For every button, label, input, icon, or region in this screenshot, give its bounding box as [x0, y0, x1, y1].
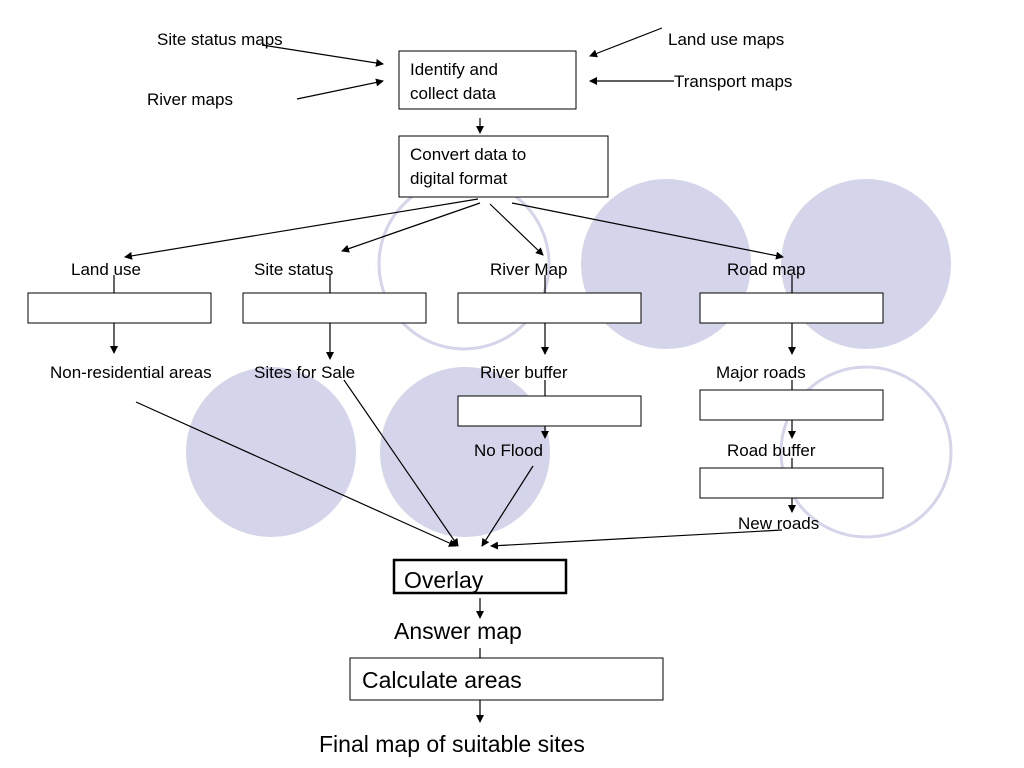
input-land-use-maps: Land use maps — [668, 30, 784, 49]
arrow-non-residential-to-overlay — [135, 401, 457, 547]
final-map-label: Final map of suitable sites — [319, 731, 585, 757]
identify-box — [398, 50, 577, 110]
river-map-box — [457, 292, 642, 324]
convert-label-line2: digital format — [410, 169, 508, 188]
overlay-box — [392, 558, 568, 595]
arrow-river-maps — [296, 78, 384, 100]
convert-label-line1: Convert data to — [410, 145, 526, 164]
overlay-label: Overlay — [404, 567, 484, 593]
road-buffer-box — [699, 467, 884, 499]
branch-road-map: Road map — [727, 260, 805, 279]
derived-no-flood: No Flood — [474, 441, 543, 460]
identify-label-line1: Identify and — [410, 60, 498, 79]
arrow-to-site-status — [341, 202, 481, 253]
arrow-land-use-maps — [589, 27, 663, 58]
convert-box — [398, 135, 609, 198]
arrow-to-river-map — [489, 203, 544, 256]
derived-non-residential: Non-residential areas — [50, 363, 212, 382]
connectors — [110, 27, 796, 723]
answer-map-label: Answer map — [394, 618, 522, 644]
calculate-areas-box — [349, 657, 664, 701]
derived-major-roads: Major roads — [716, 363, 806, 382]
branch-site-status: Site status — [254, 260, 333, 279]
river-buffer-box — [457, 395, 642, 427]
major-roads-box — [699, 389, 884, 421]
derived-road-buffer: Road buffer — [727, 441, 816, 460]
derived-river-buffer: River buffer — [480, 363, 568, 382]
land-use-box — [27, 292, 212, 324]
arrow-site-status-maps — [261, 44, 384, 67]
site-status-box — [242, 292, 427, 324]
arrow-to-land-use — [124, 198, 479, 260]
arrow-to-road-map — [511, 202, 784, 260]
calculate-areas-label: Calculate areas — [362, 667, 522, 693]
derived-new-roads: New roads — [738, 514, 819, 533]
boxes — [27, 50, 884, 701]
arrow-sites-for-sale-to-overlay — [343, 379, 459, 547]
road-map-box — [699, 292, 884, 324]
labels: Site status maps River maps Land use map… — [50, 30, 819, 757]
branch-river-map: River Map — [490, 260, 567, 279]
derived-sites-for-sale: Sites for Sale — [254, 363, 355, 382]
input-river-maps: River maps — [147, 90, 233, 109]
arrow-no-flood-to-overlay — [481, 465, 534, 547]
identify-label-line2: collect data — [410, 84, 497, 103]
branch-land-use: Land use — [71, 260, 141, 279]
input-site-status-maps: Site status maps — [157, 30, 283, 49]
decor-ring — [779, 365, 953, 539]
decor-disc — [186, 367, 356, 537]
input-transport-maps: Transport maps — [674, 72, 792, 91]
arrow-new-roads-to-overlay — [490, 529, 783, 550]
